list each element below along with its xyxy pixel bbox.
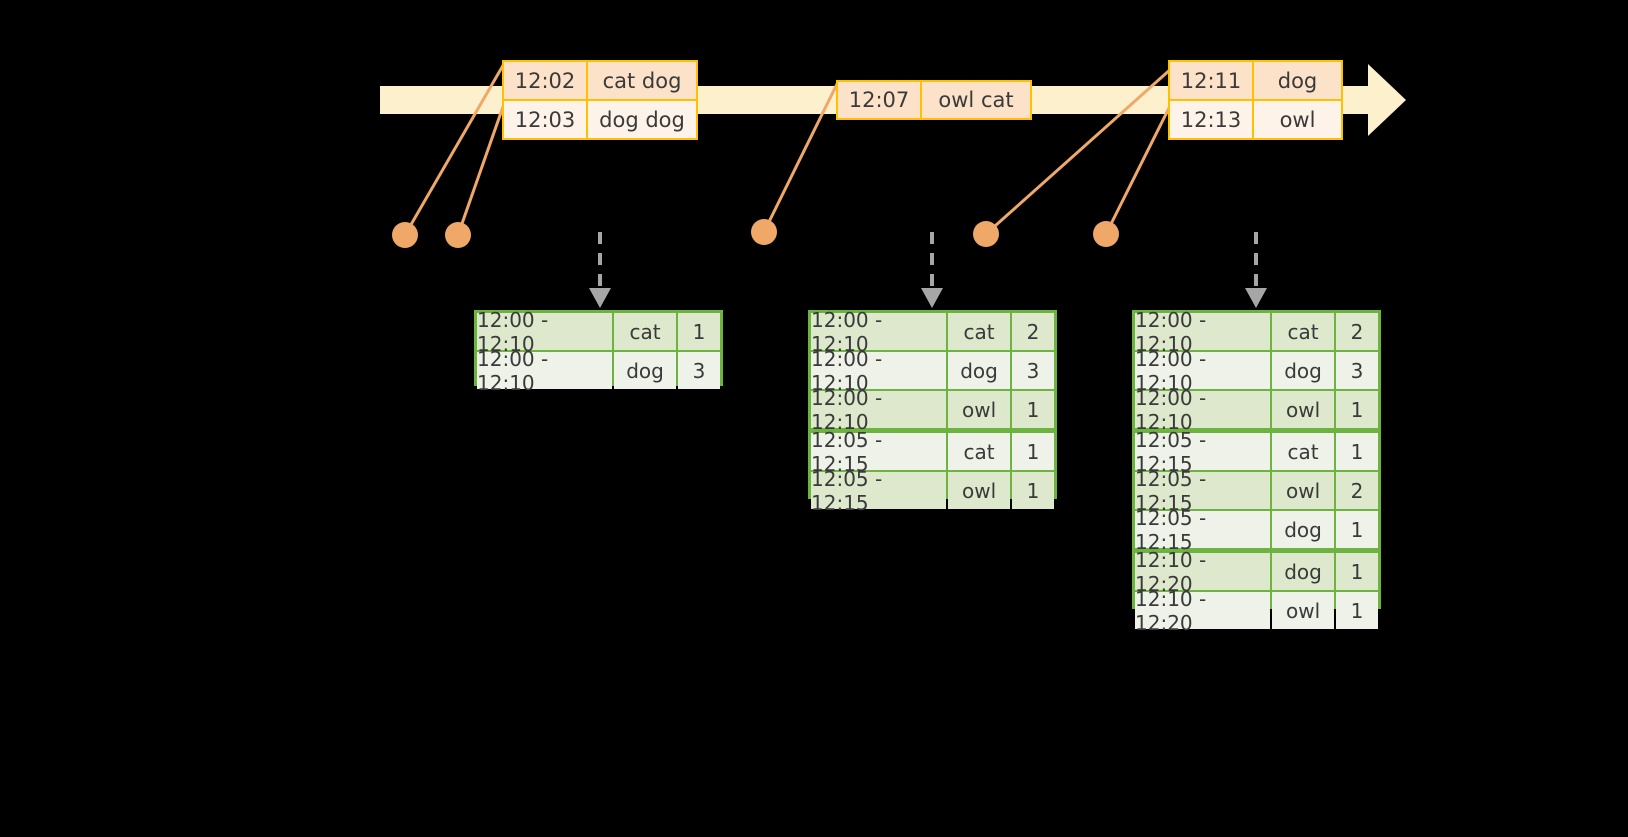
key-cell: cat — [948, 313, 1011, 350]
event-payload: owl cat — [920, 82, 1030, 118]
table-row[interactable]: 12:00 - 12:10 cat 2 — [811, 308, 1054, 356]
window-cell: 12:05 - 12:15 — [1135, 506, 1271, 554]
key-cell: owl — [948, 472, 1011, 509]
table-row[interactable]: 12:00 - 12:10 dog 3 — [1135, 347, 1378, 395]
key-cell: dog — [948, 352, 1011, 389]
window-cell: 12:00 - 12:10 — [477, 308, 613, 356]
event-time: 12:07 — [838, 82, 920, 118]
event-time: 12:11 — [1170, 62, 1252, 99]
table-row[interactable]: 12:10 - 12:20 dog 1 — [1135, 548, 1378, 596]
event-row[interactable]: 12:11 dog — [1170, 62, 1341, 99]
key-cell: dog — [1272, 553, 1335, 590]
count-cell: 3 — [1336, 352, 1378, 389]
window-cell: 12:05 - 12:15 — [811, 467, 947, 515]
window-cell: 12:00 - 12:10 — [1135, 347, 1271, 395]
event-dot-5 — [1093, 221, 1119, 247]
event-payload: dog — [1252, 62, 1341, 99]
result-table-2[interactable]: 12:00 - 12:10 cat 2 12:00 - 12:10 dog 3 … — [808, 308, 1057, 515]
result-table-3[interactable]: 12:00 - 12:10 cat 2 12:00 - 12:10 dog 3 … — [1132, 308, 1381, 635]
window-cell: 12:05 - 12:15 — [1135, 467, 1271, 515]
table-row[interactable]: 12:05 - 12:15 dog 1 — [1135, 506, 1378, 554]
key-cell: dog — [614, 352, 677, 389]
table-row[interactable]: 12:10 - 12:20 owl 1 — [1135, 587, 1378, 635]
key-cell: cat — [1272, 433, 1335, 470]
event-group-1[interactable]: 12:02 cat dog 12:03 dog dog — [502, 60, 698, 140]
connector-line-2 — [456, 103, 506, 236]
result-table-1[interactable]: 12:00 - 12:10 cat 1 12:00 - 12:10 dog 3 — [474, 308, 723, 395]
table-row[interactable]: 12:05 - 12:15 cat 1 — [1135, 428, 1378, 476]
event-time: 12:13 — [1170, 101, 1252, 138]
event-dot-4 — [973, 221, 999, 247]
count-cell: 1 — [1012, 472, 1054, 509]
count-cell: 1 — [1336, 592, 1378, 629]
key-cell: owl — [948, 391, 1011, 428]
window-cell: 12:10 - 12:20 — [1135, 587, 1271, 635]
event-payload: owl — [1252, 101, 1341, 138]
count-cell: 2 — [1012, 313, 1054, 350]
flow-arrow-2 — [921, 232, 943, 308]
table-row[interactable]: 12:00 - 12:10 dog 3 — [811, 347, 1054, 395]
key-cell: cat — [1272, 313, 1335, 350]
window-cell: 12:05 - 12:15 — [1135, 428, 1271, 476]
key-cell: cat — [948, 433, 1011, 470]
event-payload: dog dog — [586, 101, 696, 138]
key-cell: cat — [614, 313, 677, 350]
count-cell: 3 — [678, 352, 720, 389]
window-cell: 12:00 - 12:10 — [1135, 308, 1271, 356]
table-row[interactable]: 12:05 - 12:15 cat 1 — [811, 428, 1054, 476]
event-row[interactable]: 12:07 owl cat — [838, 82, 1030, 118]
event-dot-1 — [392, 222, 418, 248]
event-group-3[interactable]: 12:11 dog 12:13 owl — [1168, 60, 1343, 140]
key-cell: owl — [1272, 592, 1335, 629]
event-time: 12:02 — [504, 62, 586, 99]
count-cell: 1 — [678, 313, 720, 350]
table-row[interactable]: 12:05 - 12:15 owl 1 — [811, 467, 1054, 515]
count-cell: 2 — [1336, 472, 1378, 509]
connector-line-5 — [1104, 105, 1172, 235]
table-row[interactable]: 12:00 - 12:10 owl 1 — [811, 386, 1054, 434]
window-cell: 12:05 - 12:15 — [811, 428, 947, 476]
table-row[interactable]: 12:00 - 12:10 dog 3 — [477, 347, 720, 395]
window-cell: 12:00 - 12:10 — [811, 386, 947, 434]
table-row[interactable]: 12:00 - 12:10 cat 2 — [1135, 308, 1378, 356]
table-row[interactable]: 12:00 - 12:10 cat 1 — [477, 308, 720, 356]
count-cell: 1 — [1012, 433, 1054, 470]
event-row[interactable]: 12:13 owl — [1170, 99, 1341, 138]
table-row[interactable]: 12:05 - 12:15 owl 2 — [1135, 467, 1378, 515]
event-group-2[interactable]: 12:07 owl cat — [836, 80, 1032, 120]
count-cell: 2 — [1336, 313, 1378, 350]
flow-arrow-3 — [1245, 232, 1267, 308]
event-row[interactable]: 12:03 dog dog — [504, 99, 696, 138]
event-row[interactable]: 12:02 cat dog — [504, 62, 696, 99]
key-cell: dog — [1272, 352, 1335, 389]
event-dot-2 — [445, 222, 471, 248]
window-cell: 12:10 - 12:20 — [1135, 548, 1271, 596]
event-payload: cat dog — [586, 62, 696, 99]
window-cell: 12:00 - 12:10 — [811, 308, 947, 356]
window-cell: 12:00 - 12:10 — [811, 347, 947, 395]
table-row[interactable]: 12:00 - 12:10 owl 1 — [1135, 386, 1378, 434]
count-cell: 1 — [1336, 553, 1378, 590]
event-time: 12:03 — [504, 101, 586, 138]
key-cell: owl — [1272, 472, 1335, 509]
window-cell: 12:00 - 12:10 — [1135, 386, 1271, 434]
key-cell: dog — [1272, 511, 1335, 548]
count-cell: 1 — [1012, 391, 1054, 428]
event-dot-3 — [751, 219, 777, 245]
count-cell: 3 — [1012, 352, 1054, 389]
count-cell: 1 — [1336, 391, 1378, 428]
count-cell: 1 — [1336, 433, 1378, 470]
window-cell: 12:00 - 12:10 — [477, 347, 613, 395]
count-cell: 1 — [1336, 511, 1378, 548]
flow-arrow-1 — [589, 232, 611, 308]
key-cell: owl — [1272, 391, 1335, 428]
